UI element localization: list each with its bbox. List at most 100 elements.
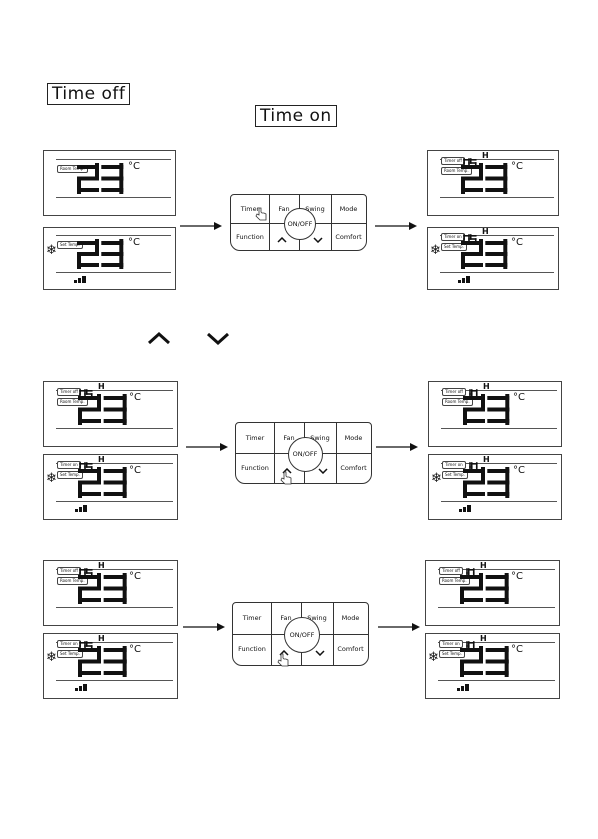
mode-button[interactable]: Mode <box>341 614 360 622</box>
temperature-digits <box>463 394 510 427</box>
arrow-head <box>220 443 228 451</box>
fan-bar <box>459 509 462 512</box>
snowflake-icon: ❄ <box>46 650 57 665</box>
function-button[interactable]: Function <box>238 645 266 653</box>
lcd-top-line <box>56 642 173 643</box>
lcd-bottom-line <box>56 501 173 502</box>
arrow-right-icon <box>183 623 225 631</box>
fan-button[interactable]: Fan <box>278 205 290 213</box>
hand-pointer-icon <box>277 653 289 667</box>
swing-button[interactable]: Swing <box>310 434 330 442</box>
set-temp-label: Set Temp. <box>57 471 83 479</box>
snowflake-icon: ❄ <box>428 650 439 665</box>
comfort-button[interactable]: Comfort <box>340 464 367 472</box>
temperature-digits <box>77 163 124 196</box>
lcd-bottom-line <box>441 428 557 429</box>
function-button[interactable]: Function <box>241 464 269 472</box>
temperature-digits <box>461 163 508 196</box>
keypad-divider <box>331 195 332 250</box>
comfort-button[interactable]: Comfort <box>335 233 362 241</box>
snowflake-icon: ❄ <box>430 243 441 258</box>
on-off-button[interactable]: ON/OFF <box>284 208 316 240</box>
down-button[interactable] <box>313 237 323 243</box>
swing-button[interactable]: Swing <box>307 614 327 622</box>
mode-button[interactable]: Mode <box>344 434 363 442</box>
lcd-bottom-line <box>438 680 555 681</box>
lcd-top-line <box>56 235 171 236</box>
comfort-button[interactable]: Comfort <box>337 645 364 653</box>
timer-unit: H <box>480 561 487 570</box>
fan-bar <box>74 280 77 283</box>
heading-time-on-text: Time on <box>255 105 337 127</box>
timer-unit: H <box>482 151 489 160</box>
temperature-digits <box>463 467 510 500</box>
lcd-top-line <box>56 463 173 464</box>
timer-button[interactable]: Timer <box>245 434 265 442</box>
fan-bar <box>75 509 78 512</box>
lcd-bottom-line <box>440 197 554 198</box>
chevron-down-shape <box>315 650 325 656</box>
fan-bar <box>467 505 471 512</box>
arrow-right-icon <box>186 443 228 451</box>
seven-segment-digits <box>463 467 510 498</box>
swing-button[interactable]: Swing <box>305 205 325 213</box>
fan-button[interactable]: Fan <box>283 434 295 442</box>
fan-speed-bars-icon <box>458 276 470 283</box>
timer-button[interactable]: Timer <box>242 614 262 622</box>
lcd-room-before: Room Temp.°C <box>43 150 176 216</box>
fan-bar <box>83 684 87 691</box>
fan-button[interactable]: Fan <box>280 614 292 622</box>
heading-time-on: Time on <box>255 105 337 127</box>
lcd-top-line <box>438 642 555 643</box>
set-temp-label: Set Temp. <box>439 650 465 658</box>
lcd-bottom-line <box>56 197 171 198</box>
lcd-top-line <box>441 390 557 391</box>
room-temp-label: Room Temp. <box>442 398 473 406</box>
temperature-digits <box>77 239 124 271</box>
unit-celsius: °C <box>129 392 141 403</box>
timer-unit: H <box>98 455 105 464</box>
temperature-digits <box>78 573 127 606</box>
fan-speed-bars-icon <box>75 505 87 512</box>
seven-segment-digits <box>460 573 509 604</box>
timer-label: Timer on <box>57 461 81 469</box>
lcd-bottom-line <box>440 272 554 273</box>
lcd-bottom-line <box>56 428 173 429</box>
timer-label: Timer on <box>441 233 465 241</box>
timer-label: Timer off <box>57 567 81 575</box>
fan-speed-bars-icon <box>75 684 87 691</box>
timer-button[interactable]: Timer <box>240 205 260 213</box>
seven-segment-digits <box>77 163 124 194</box>
lcd-top-line <box>441 463 557 464</box>
heading-time-off: Time off <box>47 83 131 105</box>
mode-button[interactable]: Mode <box>339 205 358 213</box>
keypad-divider <box>269 195 270 250</box>
on-off-button[interactable]: ON/OFF <box>284 617 320 653</box>
down-button[interactable] <box>315 650 325 656</box>
timer-unit: H <box>98 561 105 570</box>
timer-unit: H <box>483 382 490 391</box>
up-button[interactable] <box>277 237 287 243</box>
timer-unit: H <box>98 634 105 643</box>
on-off-button[interactable]: ON/OFF <box>287 436 323 472</box>
timer-unit: H <box>482 227 489 236</box>
arrow-head <box>409 222 417 230</box>
timer-label: Timer off <box>57 388 81 396</box>
unit-celsius: °C <box>511 237 523 248</box>
timer-unit: H <box>480 634 487 643</box>
down-button[interactable] <box>318 468 328 474</box>
seven-segment-digits <box>463 394 510 425</box>
arrow-right-icon <box>378 623 420 631</box>
function-button[interactable]: Function <box>236 233 264 241</box>
timer-label: Timer on <box>57 640 81 648</box>
unit-celsius: °C <box>129 571 141 582</box>
fan-bar <box>83 505 87 512</box>
lcd-bottom-line <box>56 607 173 608</box>
lcd-bottom-line <box>56 680 173 681</box>
fan-bar <box>82 276 86 283</box>
fan-bar <box>457 688 460 691</box>
heading-time-off-text: Time off <box>47 83 131 105</box>
